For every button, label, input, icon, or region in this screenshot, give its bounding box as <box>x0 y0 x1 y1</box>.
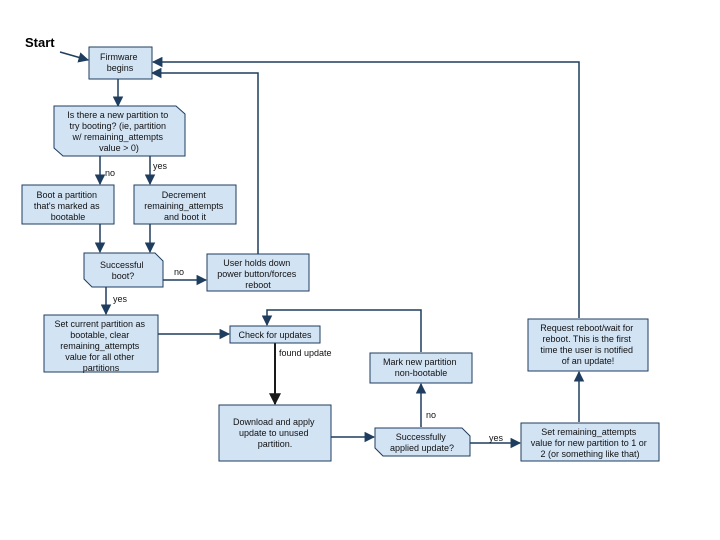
node-decrement-text: Decrement remaining_attempts and boot it <box>144 190 226 222</box>
edge-label-found-update: found update <box>279 348 332 358</box>
decision-successful-boot: Successful boot? <box>83 252 164 288</box>
node-user-holds: User holds down power button/forces rebo… <box>206 253 310 292</box>
decision-new-partition-text: Is there a new partition to try booting?… <box>67 110 171 153</box>
node-mark-nonbootable-text: Mark new partition non-bootable <box>383 357 459 378</box>
node-request-reboot-text: Request reboot/wait for reboot. This is … <box>540 323 636 366</box>
edge-label-yes-1: yes <box>153 161 168 171</box>
edge-label-no-3: no <box>426 410 436 420</box>
node-set-remaining-text: Set remaining_attempts value for new par… <box>531 427 650 459</box>
node-check-updates-text: Check for updates <box>238 330 312 340</box>
edge-start-to-firmware <box>59 51 90 63</box>
node-firmware-begins-text: Firmware begins <box>100 52 140 73</box>
node-download-apply: Download and apply update to unused part… <box>218 404 332 462</box>
start-label: Start <box>25 35 55 50</box>
node-boot-bootable: Boot a partition that's marked as bootab… <box>21 184 115 225</box>
node-user-holds-text: User holds down power button/forces rebo… <box>217 258 299 290</box>
node-decrement: Decrement remaining_attempts and boot it <box>133 184 237 225</box>
decision-successfully-applied: Successfully applied update? <box>374 427 471 457</box>
edge-label-no-1: no <box>105 168 115 178</box>
edge-request-to-firmware <box>151 56 580 318</box>
decision-successful-boot-text: Successful boot? <box>100 260 146 281</box>
edges <box>59 51 585 449</box>
node-firmware-begins: Firmware begins <box>88 46 153 80</box>
node-set-remaining: Set remaining_attempts value for new par… <box>520 422 660 462</box>
edge-mark-to-check <box>261 309 422 352</box>
edge-label-yes-3: yes <box>489 433 504 443</box>
decision-successfully-applied-text: Successfully applied update? <box>390 432 454 453</box>
node-check-updates: Check for updates <box>229 325 321 344</box>
node-boot-bootable-text: Boot a partition that's marked as bootab… <box>34 190 102 222</box>
edge-user-to-firmware <box>150 67 259 254</box>
node-set-current-text: Set current partition as bootable, clear… <box>54 319 147 373</box>
node-request-reboot: Request reboot/wait for reboot. This is … <box>527 318 649 372</box>
edge-label-yes-2: yes <box>113 294 128 304</box>
node-set-current: Set current partition as bootable, clear… <box>43 314 159 373</box>
edge-label-no-2: no <box>174 267 184 277</box>
node-mark-nonbootable: Mark new partition non-bootable <box>369 352 473 384</box>
node-download-apply-text: Download and apply update to unused part… <box>233 417 317 449</box>
decision-new-partition: Is there a new partition to try booting?… <box>53 105 186 157</box>
